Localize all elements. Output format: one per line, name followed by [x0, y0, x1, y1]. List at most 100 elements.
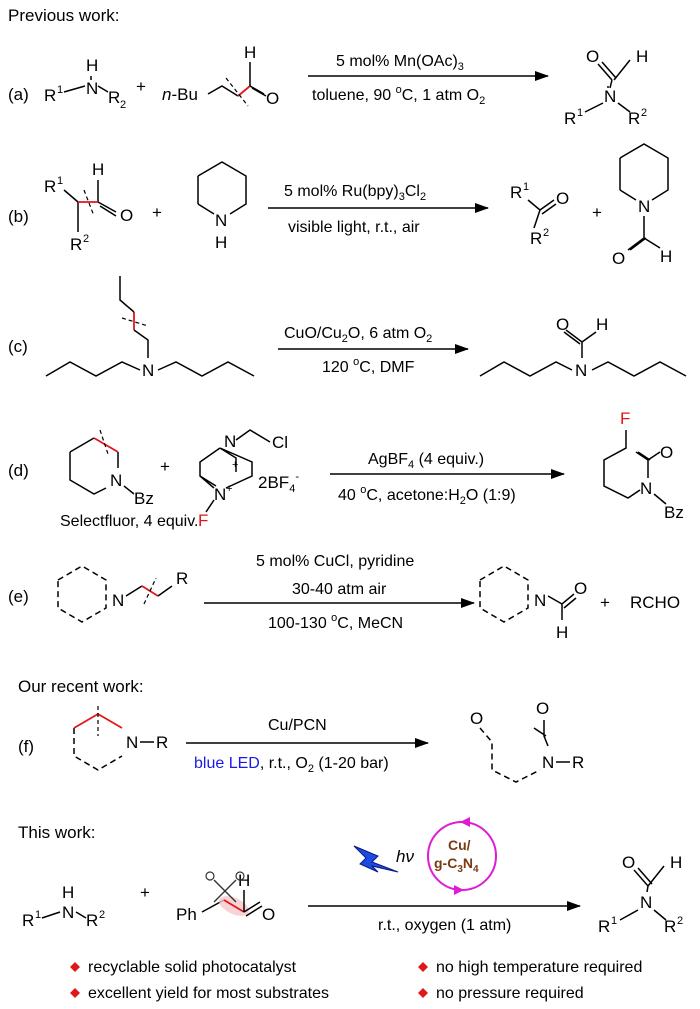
- ket-o: O: [556, 189, 569, 208]
- reaction-c: (c) N CuO/Cu2O, 6 atm O2 120 oC, DMF N O…: [8, 276, 687, 380]
- ald-b-bonds: [63, 180, 117, 232]
- selectfluor-ch2cl: [235, 429, 271, 443]
- label-c: (c): [8, 337, 28, 356]
- hv-label: hν: [396, 847, 414, 866]
- amine-h: H: [86, 56, 98, 75]
- label-b: (b): [8, 207, 29, 226]
- prod-a-n: N: [604, 87, 616, 106]
- amine-e-chain: [125, 585, 143, 597]
- prod-d-n: N: [640, 479, 652, 498]
- g-red-bond: [223, 899, 245, 913]
- cyclic-formamide-e: [479, 565, 529, 623]
- formylpip-n: N: [638, 197, 650, 216]
- aldehyde-red-bond: [237, 85, 251, 97]
- amine-e-n: N: [112, 591, 124, 610]
- piperidine-n: N: [215, 211, 227, 230]
- prod-g-o: O: [622, 853, 635, 872]
- cleave-mark-b: [83, 189, 95, 217]
- g-ald-o: O: [262, 905, 275, 924]
- cond-f-bottom: blue LED, r.t., O2 (1-20 bar): [194, 755, 389, 775]
- formylpip-h: H: [660, 247, 672, 266]
- g-ph: Ph: [176, 905, 197, 924]
- prod-d-f: F: [620, 409, 630, 428]
- aldehyde-h: H: [244, 43, 256, 62]
- prod-g-r1: R: [598, 917, 610, 936]
- prod-f-r: R: [572, 753, 584, 772]
- plus-e: +: [600, 593, 610, 612]
- formylpip-cho: [627, 216, 661, 251]
- g-amine-r2: R: [86, 911, 98, 930]
- nbz-bz-bond: [123, 485, 135, 495]
- feature-list: recyclable solid photocatalyst no high t…: [70, 959, 642, 1002]
- selectfluor-salt: 2BF4-: [258, 471, 299, 495]
- ald-b-r1: R: [44, 177, 56, 196]
- plus-d: +: [160, 457, 170, 476]
- prod-g-h: H: [670, 853, 682, 872]
- ket-r1: R: [510, 183, 522, 202]
- catalyst-line-2: g-C3N4: [434, 855, 479, 875]
- piperidine-h: H: [215, 233, 227, 252]
- g-amine-r1: R: [22, 911, 34, 930]
- nbz-ring-top: [69, 437, 95, 453]
- prod-f-o2: O: [536, 699, 549, 718]
- nbz-n: N: [110, 471, 122, 490]
- prod-a-bonds: [584, 59, 631, 113]
- formylpip-o: O: [612, 249, 625, 268]
- prod-d-o: O: [660, 443, 673, 462]
- cond-a-bottom: toluene, 90 oC, 1 atm O2: [312, 84, 485, 107]
- prod-e-n: N: [534, 591, 546, 610]
- g-amine-h: H: [62, 883, 74, 902]
- prod-g-bonds: [619, 865, 667, 921]
- cond-b-top: 5 mol% Ru(bpy)3Cl2: [284, 183, 426, 203]
- header-this-work: This work:: [18, 823, 95, 842]
- feature-4: no pressure required: [436, 985, 584, 1002]
- aldehyde-chain: [207, 85, 239, 97]
- nbz-red-bond: [93, 437, 119, 453]
- prod-e-h: H: [556, 623, 568, 642]
- plus-a: +: [136, 77, 146, 96]
- cond-a-top: 5 mol% Mn(OAc)3: [336, 53, 464, 73]
- selectfluor-nf: [205, 499, 215, 513]
- g-amine-n: N: [62, 903, 74, 922]
- scissors-loop-1: [205, 871, 215, 881]
- formylpip-ring: [619, 143, 669, 201]
- prod-a-o: O: [586, 47, 599, 66]
- selectfluor-cage: [199, 447, 253, 489]
- plus-b2: +: [592, 203, 602, 222]
- tba-chain-right: [157, 361, 255, 377]
- cond-b-bottom: visible light, r.t., air: [288, 219, 420, 236]
- tba-chain-top: [119, 276, 135, 313]
- cond-e-3: 100-130 oC, MeCN: [268, 612, 403, 632]
- prod-g-n: N: [640, 893, 652, 912]
- amine-r2: R: [108, 88, 120, 107]
- dbf-o: O: [556, 315, 569, 334]
- tba-chain-left: [45, 361, 141, 377]
- ket-r2: R: [530, 229, 542, 248]
- nbz-ring: [69, 452, 119, 495]
- reaction-this-work: H N R 1 R 2 + Ph H O hν Cu/ g-C3N4 r.t.,…: [22, 817, 683, 936]
- cyclic-amine-e: [57, 565, 107, 623]
- header-recent-work: Our recent work:: [18, 677, 144, 696]
- cleave-mark-a: [225, 77, 249, 107]
- aldehyde-o: O: [266, 89, 279, 108]
- nbu-label: n-Bu: [162, 85, 198, 104]
- cond-d-bottom: 40 oC, acetone:H2O (1:9): [338, 484, 516, 507]
- plus-b1: +: [152, 203, 162, 222]
- ald-b-h: H: [92, 160, 104, 179]
- lightning-bolt-icon: [353, 845, 399, 873]
- selectfluor-note: Selectfluor, 4 equiv.: [60, 513, 198, 530]
- reaction-d: (d) N Bz + N Cl + N + F 2BF4- Selectfluo…: [8, 409, 684, 530]
- amine-e-chain2: [157, 585, 173, 597]
- scissors-icon: [213, 879, 237, 903]
- rcho: RCHO: [630, 593, 680, 612]
- g-amine-r1-sup: 1: [35, 909, 41, 921]
- prod-g-r2: R: [664, 917, 676, 936]
- amine-r1: R: [44, 86, 56, 105]
- prod-d-chain: [603, 430, 641, 499]
- ald-b-r2: R: [70, 235, 82, 254]
- cyclic-amine-f: [73, 728, 123, 771]
- cond-e-2: 30-40 atm air: [292, 581, 387, 598]
- cond-d-top: AgBF4 (4 equiv.): [368, 451, 484, 471]
- amine-n: N: [86, 79, 98, 98]
- prod-g-r2-sup: 2: [677, 915, 683, 927]
